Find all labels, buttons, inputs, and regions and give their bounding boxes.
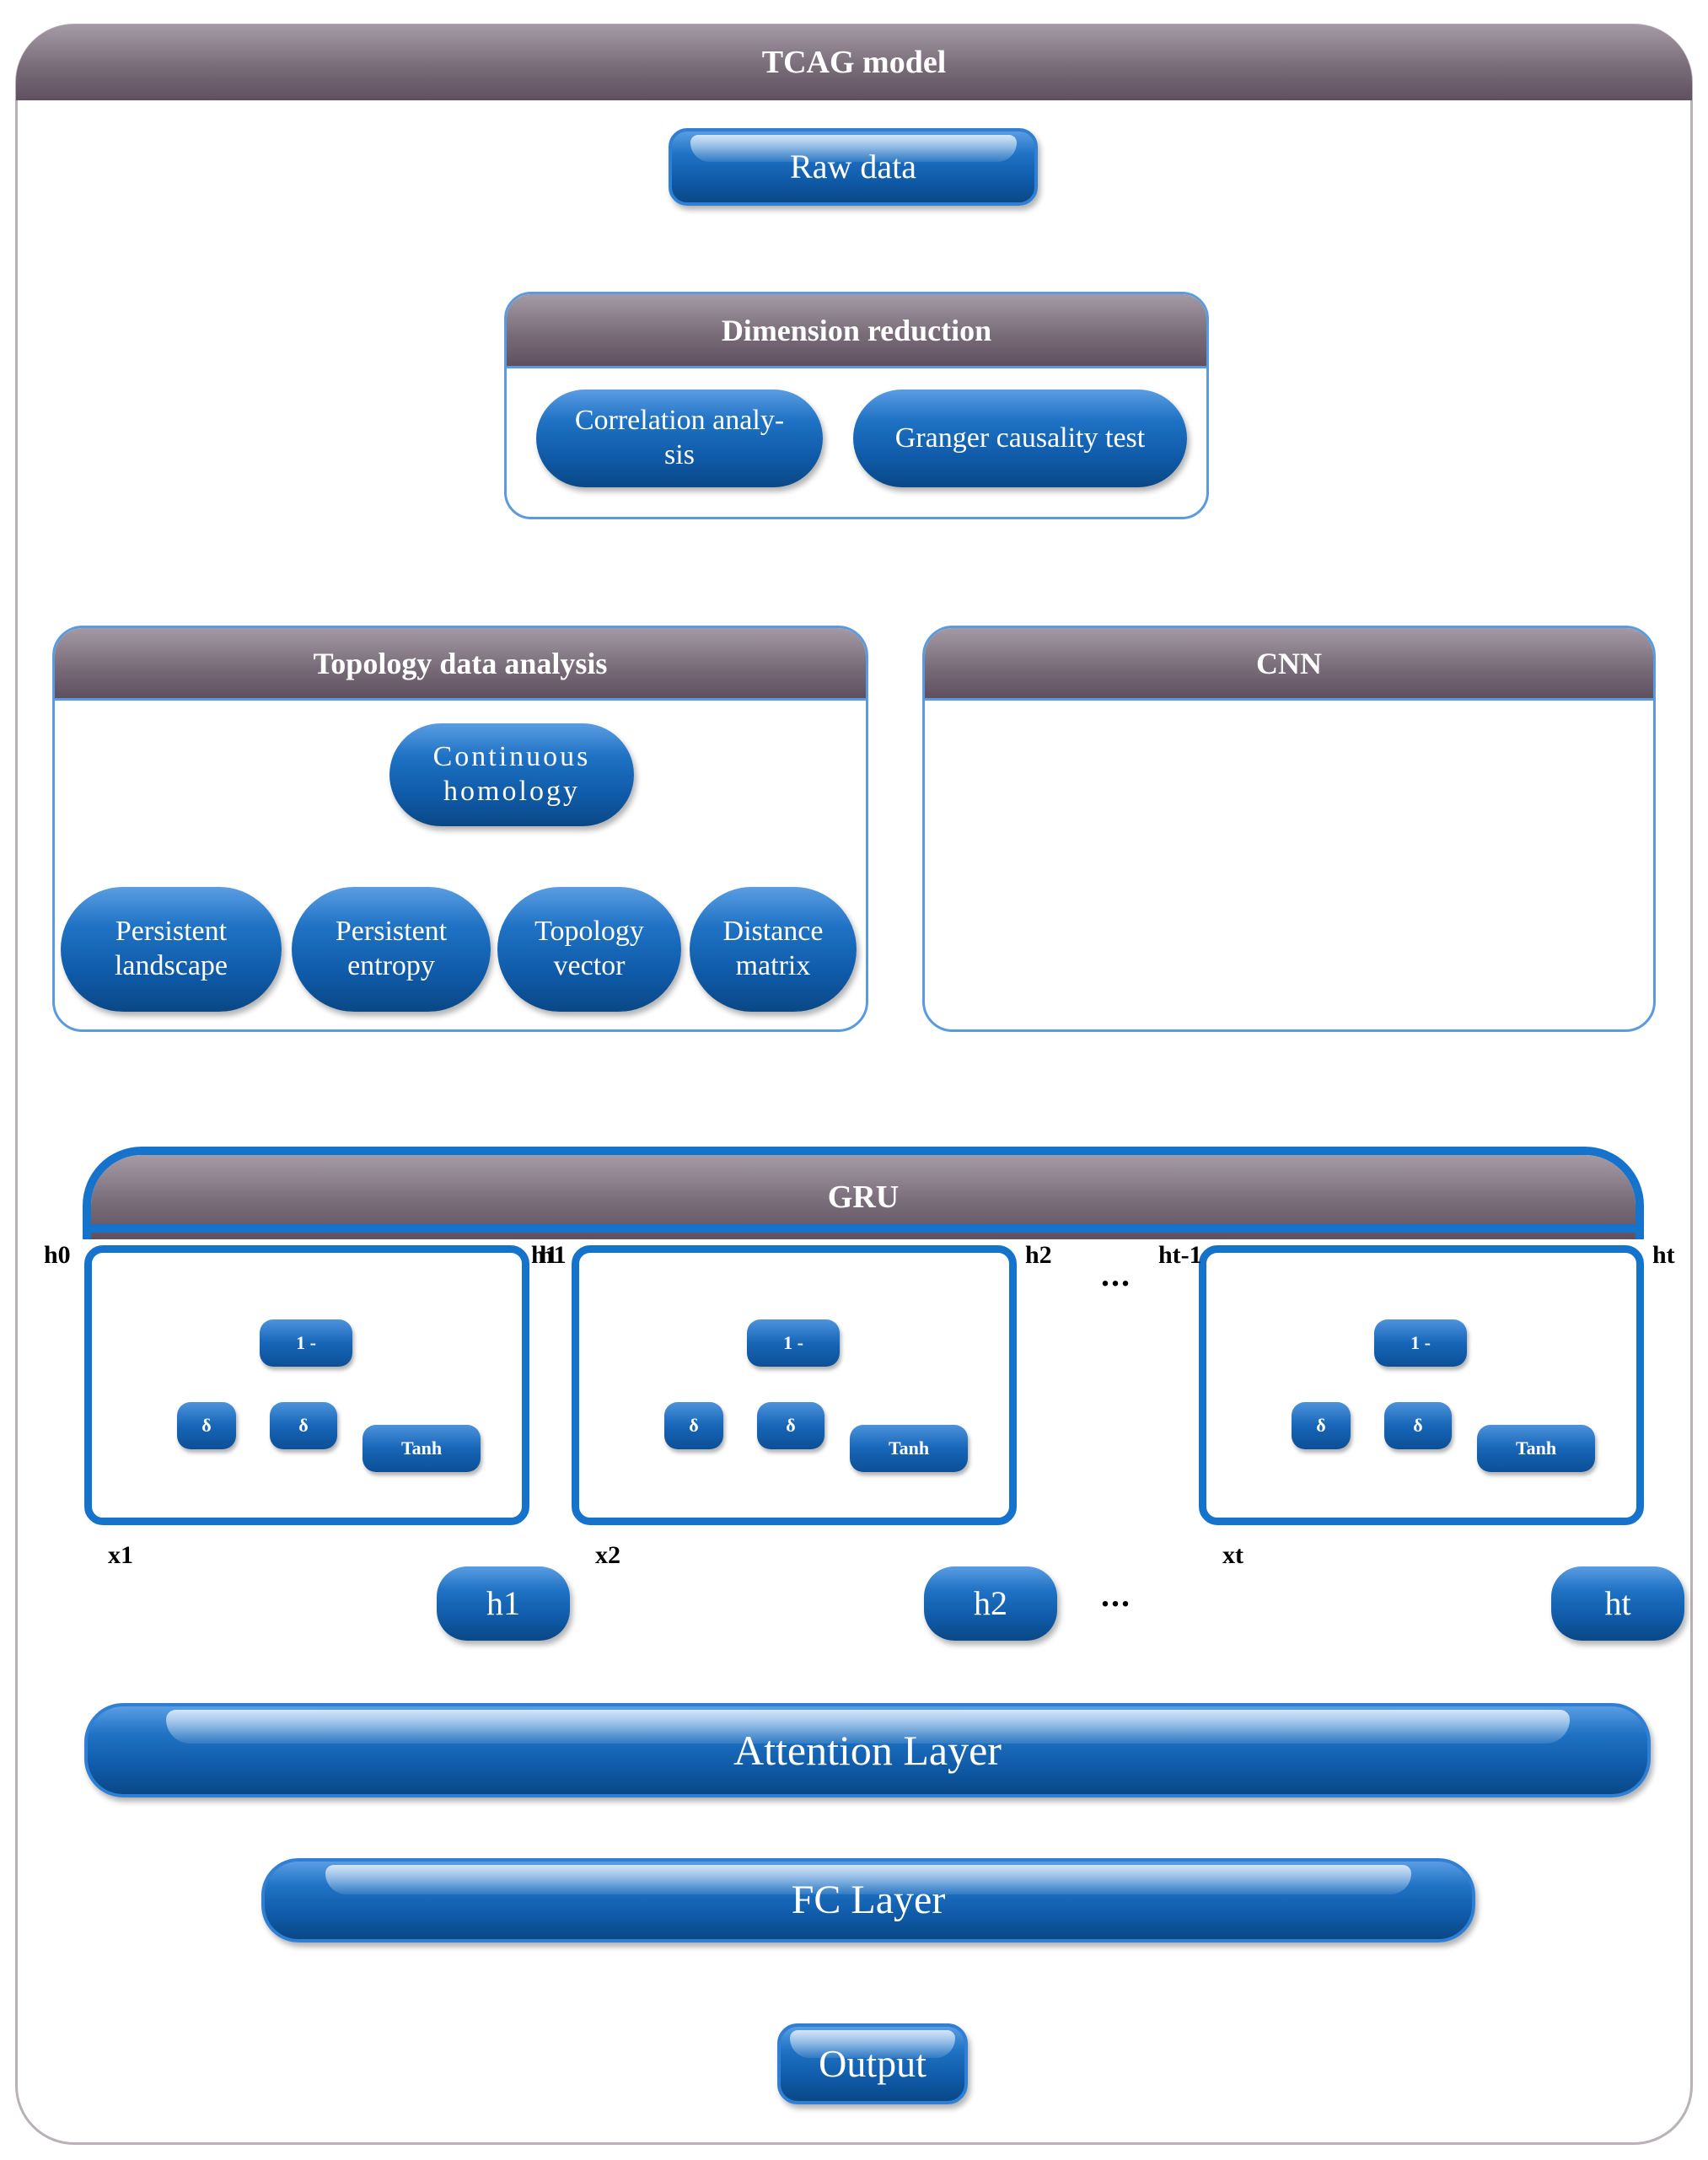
distance-matrix-node: Distance matrix xyxy=(690,887,857,1012)
ellipsis-bottom: ... xyxy=(1101,1576,1131,1614)
tanh-gate: Tanh xyxy=(1477,1425,1595,1472)
attention-layer: Attention Layer xyxy=(84,1703,1651,1797)
h-in-label: ht-1 xyxy=(1158,1241,1202,1269)
distance-matrix-label: Distance matrix xyxy=(722,916,824,981)
continuous-homology-node: Continuous homology xyxy=(389,723,634,826)
one-minus-gate: 1 - xyxy=(747,1319,840,1367)
hidden-state-output-node: ht xyxy=(1551,1566,1684,1641)
gru-frame-bottom-border xyxy=(83,1224,1644,1233)
gru-cell-frame xyxy=(572,1245,1017,1525)
hidden-state-output-label: h1 xyxy=(486,1584,520,1622)
output-node: Output xyxy=(777,2023,968,2104)
hidden-state-output-label: h2 xyxy=(974,1584,1007,1622)
fc-layer: FC Layer xyxy=(261,1858,1475,1942)
update-sigma-gate: δ xyxy=(1384,1402,1452,1449)
x-in-label: x2 xyxy=(595,1541,620,1569)
granger-causality-label: Granger causality test xyxy=(894,422,1146,454)
reset-sigma-gate: δ xyxy=(177,1402,236,1449)
tcag-model-title: TCAG model xyxy=(16,24,1692,100)
cnn-title: CNN xyxy=(925,628,1653,701)
ellipsis-top: ... xyxy=(1101,1255,1131,1293)
gru-frame: GRU xyxy=(83,1147,1644,1239)
correlation-analysis-node: Correlation analy- sis xyxy=(536,390,823,487)
x-in-label: x1 xyxy=(108,1541,133,1569)
one-minus-gate: 1 - xyxy=(260,1319,352,1367)
raw-data-label: Raw data xyxy=(790,148,916,185)
h-out-label: ht xyxy=(1652,1241,1675,1269)
cnn-panel: CNN xyxy=(922,626,1656,1032)
update-sigma-gate: δ xyxy=(270,1402,337,1449)
h-out-label: h1 xyxy=(540,1241,567,1269)
attention-layer-label: Attention Layer xyxy=(733,1727,1002,1774)
update-sigma-gate: δ xyxy=(757,1402,824,1449)
hidden-state-output-node: h2 xyxy=(924,1566,1057,1641)
h-out-label: h2 xyxy=(1025,1241,1052,1269)
hidden-state-output-node: h1 xyxy=(437,1566,570,1641)
topology-data-analysis-title: Topology data analysis xyxy=(55,628,866,701)
reset-sigma-gate: δ xyxy=(664,1402,723,1449)
tanh-gate: Tanh xyxy=(363,1425,481,1472)
persistent-landscape-node: Persistent landscape xyxy=(61,887,282,1012)
reset-sigma-gate: δ xyxy=(1292,1402,1351,1449)
fc-layer-label: FC Layer xyxy=(791,1878,946,1923)
one-minus-gate: 1 - xyxy=(1374,1319,1467,1367)
topology-vector-node: Topology vector xyxy=(497,887,681,1012)
dimension-reduction-title: Dimension reduction xyxy=(507,294,1206,368)
x-in-label: xt xyxy=(1222,1541,1243,1569)
gru-cell-frame xyxy=(84,1245,529,1525)
output-label: Output xyxy=(819,2042,927,2086)
hidden-state-output-label: ht xyxy=(1604,1584,1631,1622)
gru-cell-frame xyxy=(1199,1245,1644,1525)
persistent-landscape-label: Persistent landscape xyxy=(114,916,228,981)
granger-causality-node: Granger causality test xyxy=(853,390,1187,487)
raw-data-node: Raw data xyxy=(669,128,1038,206)
h-in-label: h1 xyxy=(531,1241,558,1269)
h-in-label: h0 xyxy=(44,1241,71,1269)
tanh-gate: Tanh xyxy=(850,1425,968,1472)
continuous-homology-label: Continuous homology xyxy=(432,741,591,807)
topology-vector-label: Topology vector xyxy=(534,916,644,981)
persistent-entropy-label: Persistent entropy xyxy=(335,916,448,981)
correlation-analysis-label: Correlation analy- sis xyxy=(574,405,785,470)
persistent-entropy-node: Persistent entropy xyxy=(292,887,491,1012)
